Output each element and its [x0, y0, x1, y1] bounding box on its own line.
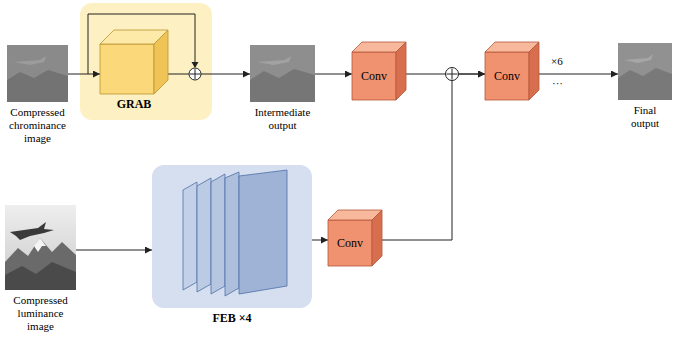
block-label: Conv [361, 69, 387, 83]
cube-front [485, 52, 529, 100]
sum-circle [446, 68, 459, 81]
conv-block: Conv [328, 210, 382, 266]
connector-arrow [168, 74, 250, 75]
feb-module: FEB ×4 [152, 165, 312, 325]
feb-plate [225, 172, 239, 296]
cube-side [396, 42, 406, 100]
sum-cross [447, 69, 458, 80]
connector-arrow [539, 74, 618, 75]
image-shade [7, 70, 68, 102]
repeat-note: ×6 [549, 55, 565, 67]
module-label: GRAB [104, 98, 164, 111]
image-plane [14, 56, 46, 65]
image-frame [250, 45, 315, 102]
feb-plate [197, 178, 211, 292]
repeat-note: ··· [550, 77, 565, 89]
module-area [152, 165, 312, 308]
intermediate-thumbnail [250, 45, 315, 102]
sum-symbol [189, 68, 201, 80]
image-snow [34, 238, 46, 252]
sum-cross [190, 69, 200, 79]
block-outline: Conv [328, 210, 382, 266]
connector-arrow [68, 74, 100, 75]
cube-side [372, 210, 382, 266]
image-plane [624, 54, 653, 63]
feb-plates [183, 170, 287, 296]
conv-block: Conv [352, 42, 406, 100]
feb-plate [211, 174, 225, 294]
block-outline: Conv [485, 42, 539, 100]
image-frame [5, 205, 76, 290]
image-caption: Intermediate output [250, 106, 316, 132]
image-ground [618, 43, 672, 100]
module-label: FEB ×4 [192, 312, 272, 325]
image-plane [10, 222, 54, 240]
output-image: Intermediate output [250, 45, 315, 132]
grab-panel [80, 3, 212, 120]
image-caption: Compressed luminance image [5, 294, 77, 333]
cube-front [100, 44, 154, 94]
cube-side [154, 30, 168, 94]
image-caption: Compressed chrominance image [5, 106, 71, 145]
image-plane [257, 56, 291, 65]
grab-block: GRAB [100, 30, 168, 111]
image-shade [250, 69, 315, 102]
feb-plate [183, 182, 197, 290]
sum-symbol [446, 68, 459, 81]
image-mountain [5, 262, 76, 290]
image-ground [7, 45, 68, 102]
image-ground [250, 45, 315, 102]
input-image: Compressed luminance image [5, 205, 76, 333]
image-caption: Final output [623, 104, 667, 130]
final-thumbnail [618, 43, 672, 100]
input-image: Compressed chrominance image [7, 45, 68, 145]
cube-front [352, 52, 396, 100]
image-sky [5, 205, 76, 290]
block-outline: Conv [352, 42, 406, 100]
chroma-thumbnail [7, 45, 68, 102]
image-shade [618, 68, 672, 100]
feb-panel [152, 165, 312, 308]
connector-arrow [76, 250, 152, 251]
feb-plate [239, 170, 287, 294]
cube-outline [100, 30, 168, 94]
cube-side [529, 42, 539, 100]
block-label: Conv [337, 236, 363, 250]
image-mountain [5, 238, 76, 290]
connector-arrow [312, 240, 328, 241]
cube-front [328, 220, 372, 266]
image-frame [618, 43, 672, 100]
conv-block: Conv [485, 42, 539, 100]
connector-arrow [315, 74, 352, 75]
block-outline [100, 30, 168, 94]
arrow-head [192, 62, 199, 68]
image-frame [7, 45, 68, 102]
output-image: Final output [618, 43, 672, 130]
luminance-thumbnail [5, 205, 76, 290]
sum-circle [189, 68, 201, 80]
block-label: Conv [494, 69, 520, 83]
